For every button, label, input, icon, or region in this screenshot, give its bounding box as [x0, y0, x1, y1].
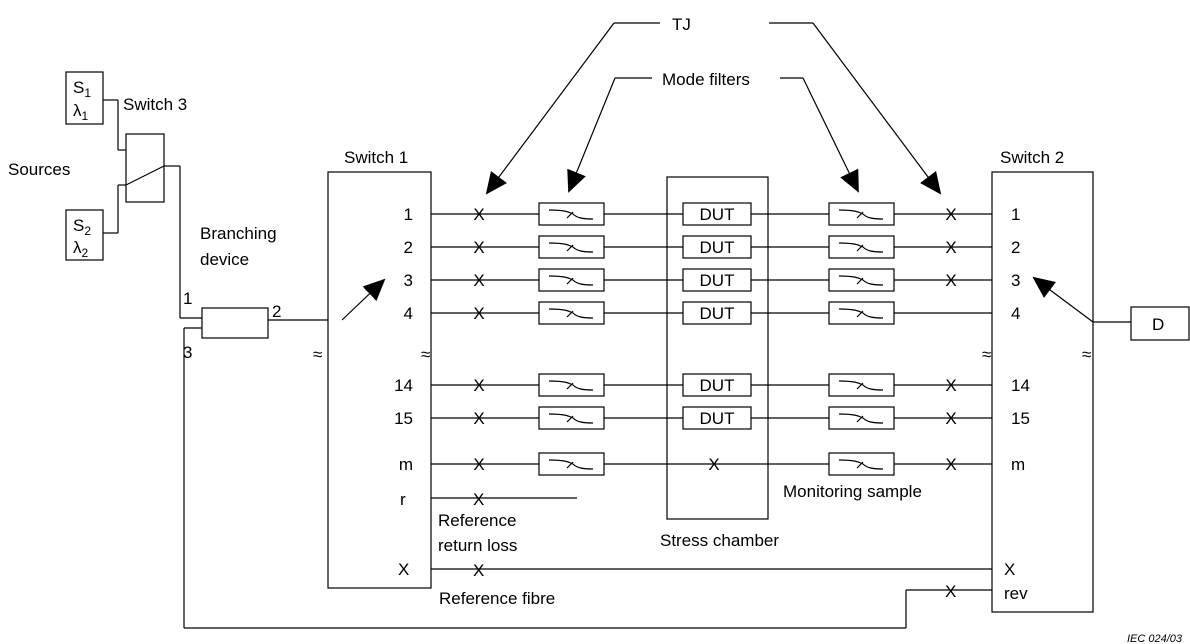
tj-right: X [945, 271, 956, 290]
svg-text:S2: S2 [73, 216, 91, 238]
tj-left: X [473, 205, 484, 224]
tj-callout-lines [485, 22, 942, 195]
switch-2-label: Switch 2 [1000, 148, 1064, 167]
switch-2-port: 15 [1011, 409, 1030, 428]
tj-right: X [945, 205, 956, 224]
switch-1-port: 4 [404, 304, 413, 323]
svg-text:λ2: λ2 [73, 238, 89, 260]
dut-box [682, 406, 752, 430]
tj-left: X [473, 409, 484, 428]
switch-1-break-left: ≈ [313, 345, 322, 364]
detector-label: D [1152, 315, 1164, 334]
dut-label: DUT [700, 271, 735, 290]
switch-1-port-r: r [400, 490, 406, 509]
reference-return-label-line1: Reference [438, 511, 516, 530]
stress-chamber [666, 176, 769, 520]
switch-3 [103, 99, 202, 319]
tj-left: X [473, 238, 484, 257]
branching-device [183, 307, 992, 629]
switch-1-port: m [399, 455, 413, 474]
dut-box [682, 268, 752, 292]
branching-label-line1: Branching [200, 224, 277, 243]
channel-row-3: DUT X X 3 3 [404, 268, 1020, 292]
switch-1-break-right: ≈ [421, 345, 430, 364]
tj-right: X [945, 238, 956, 257]
dut-box [682, 202, 752, 226]
switch-2-port: 4 [1011, 304, 1020, 323]
detector-box [1130, 306, 1190, 341]
switch-2-break-right: ≈ [1082, 345, 1091, 364]
channel-row-14: DUT X X 14 14 [394, 373, 1030, 397]
chamber-tj: X [708, 455, 719, 474]
svg-text:S1: S1 [73, 78, 91, 100]
switch-2-port: 14 [1011, 376, 1030, 395]
branching-port-3: 3 [183, 343, 192, 362]
dut-box [682, 235, 752, 259]
dut-box [682, 373, 752, 397]
sources-label: Sources [8, 160, 70, 179]
channel-row-2: DUT X X 2 2 [404, 235, 1020, 259]
dut-label: DUT [700, 205, 735, 224]
branching-port-2: 2 [272, 302, 281, 321]
switch-2 [991, 171, 1131, 613]
reference-return-label-line2: return loss [438, 536, 517, 555]
dut-label: DUT [700, 238, 735, 257]
switch-1-port: 1 [404, 205, 413, 224]
svg-text:λ1: λ1 [73, 101, 89, 123]
tj-right: X [945, 409, 956, 428]
switch-1-label: Switch 1 [344, 148, 408, 167]
tj-left: X [473, 455, 484, 474]
switch-2-break-left: ≈ [982, 345, 991, 364]
switch-1-port: 2 [404, 238, 413, 257]
stress-chamber-label: Stress chamber [660, 531, 779, 550]
switch-2-port: 1 [1011, 205, 1020, 224]
switch-2-port-x: X [1004, 560, 1015, 579]
tj-right: X [945, 455, 956, 474]
tj-left: X [473, 271, 484, 290]
reference-fibre-label: Reference fibre [439, 589, 555, 608]
channel-row-15: DUT X X 15 15 [394, 406, 1030, 430]
reference-return-loss-tj: X [473, 490, 484, 509]
reverse-tj: X [945, 582, 956, 601]
switch-3-label: Switch 3 [123, 95, 187, 114]
tj-label: TJ [672, 15, 691, 34]
switch-2-port: 2 [1011, 238, 1020, 257]
tj-left: X [473, 304, 484, 323]
switch-2-port: 3 [1011, 271, 1020, 290]
branching-label-line2: device [200, 250, 249, 269]
reference-fibre-tj: X [473, 561, 484, 580]
dut-label: DUT [700, 376, 735, 395]
switch-2-port: m [1011, 455, 1025, 474]
branching-port-1: 1 [183, 289, 192, 308]
source-2: S2 λ2 [65, 209, 104, 261]
channel-row-1: DUT X X 1 1 [404, 202, 1020, 226]
mode-filters-callout-lines [567, 77, 859, 193]
figure-credit: IEC 024/03 [1127, 633, 1183, 644]
switch-1-port: 3 [404, 271, 413, 290]
source-1: S1 λ1 [65, 71, 104, 125]
tj-left: X [473, 376, 484, 395]
switch-1-port: 14 [394, 376, 413, 395]
dut-label: DUT [700, 409, 735, 428]
dut-label: DUT [700, 304, 735, 323]
monitoring-sample-label: Monitoring sample [783, 482, 922, 501]
channel-row-m: X X Xm m [399, 452, 1025, 476]
channel-row-4: DUT X 4 4 [404, 301, 1020, 325]
dut-box [682, 301, 752, 325]
mode-filters-label: Mode filters [662, 70, 750, 89]
switch-1-port: 15 [394, 409, 413, 428]
switch-2-port-rev: rev [1004, 584, 1028, 603]
switch-1-port-x: X [398, 560, 409, 579]
tj-right: X [945, 376, 956, 395]
switch-1 [327, 171, 432, 589]
